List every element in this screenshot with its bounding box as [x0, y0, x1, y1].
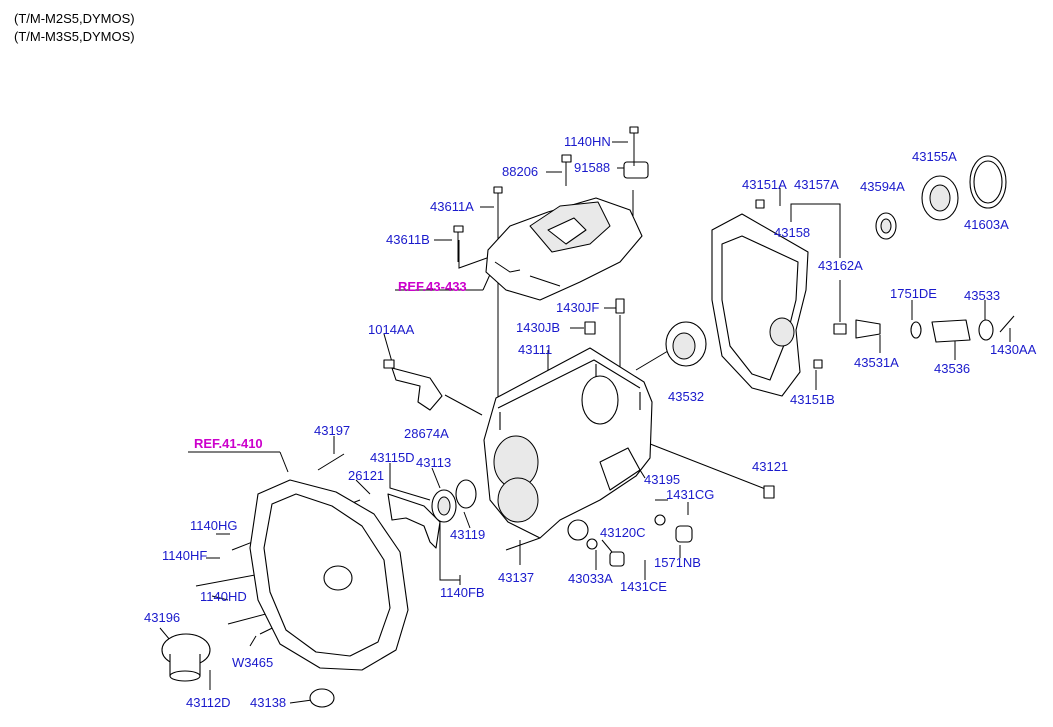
label-43113[interactable]: 43113: [416, 455, 451, 470]
label-1140FB[interactable]: 1140FB: [440, 585, 485, 600]
label-43157A[interactable]: 43157A: [794, 177, 839, 192]
label-1431CE[interactable]: 1431CE: [620, 579, 667, 594]
label-1430JF[interactable]: 1430JF: [556, 300, 599, 315]
label-43112D[interactable]: 43112D: [186, 695, 231, 710]
label-1751DE[interactable]: 1751DE: [890, 286, 937, 301]
label-43532[interactable]: 43532: [668, 389, 704, 404]
model-line-2: (T/M-M3S5,DYMOS): [14, 29, 135, 44]
label-88206[interactable]: 88206: [502, 164, 538, 179]
washer-43033A: [586, 538, 598, 550]
gasket: [387, 493, 441, 549]
bearing-retainer: [161, 633, 211, 682]
plug-43138: [309, 688, 335, 708]
ref-label-41-410[interactable]: REF.41-410: [194, 436, 263, 451]
label-W3465[interactable]: W3465: [232, 655, 273, 670]
seals-left: [431, 479, 477, 523]
label-1140HN[interactable]: 1140HN: [564, 134, 611, 149]
label-1430JB[interactable]: 1430JB: [516, 320, 560, 335]
label-43120C[interactable]: 43120C: [600, 525, 646, 540]
label-43536[interactable]: 43536: [934, 361, 970, 376]
label-43162A[interactable]: 43162A: [818, 258, 863, 273]
label-43121[interactable]: 43121: [752, 459, 788, 474]
transmission-case: [483, 347, 653, 541]
label-43531A[interactable]: 43531A: [854, 355, 899, 370]
rear-cover: [711, 199, 823, 397]
label-28674A[interactable]: 28674A: [404, 426, 449, 441]
label-43158[interactable]: 43158: [774, 225, 810, 240]
label-43115D[interactable]: 43115D: [370, 450, 415, 465]
label-43594A[interactable]: 43594A: [860, 179, 905, 194]
label-43151A[interactable]: 43151A: [742, 177, 787, 192]
bolt-1014AA: [383, 359, 395, 369]
label-43138[interactable]: 43138: [250, 695, 286, 710]
top-bolts: [453, 126, 639, 335]
label-1014AA[interactable]: 1014AA: [368, 322, 415, 337]
label-1571NB[interactable]: 1571NB: [654, 555, 701, 570]
label-1140HG[interactable]: 1140HG: [190, 518, 237, 533]
speedometer-parts: [833, 315, 1015, 343]
label-43033A[interactable]: 43033A: [568, 571, 613, 586]
label-43533[interactable]: 43533: [964, 288, 1000, 303]
label-1430AA[interactable]: 1430AA: [990, 342, 1037, 357]
label-1140HF[interactable]: 1140HF: [162, 548, 207, 563]
label-43137[interactable]: 43137: [498, 570, 534, 585]
plug-43120C: [609, 551, 625, 567]
bolt-43121: [763, 485, 775, 499]
model-line-1: (T/M-M2S5,DYMOS): [14, 11, 135, 26]
label-43111[interactable]: 43111: [518, 342, 552, 357]
label-43119[interactable]: 43119: [450, 527, 485, 542]
bolt-43197: [317, 453, 345, 471]
label-41603A[interactable]: 41603A: [964, 217, 1009, 232]
shift-cover: [485, 161, 649, 301]
label-43611B[interactable]: 43611B: [386, 232, 430, 247]
label-26121[interactable]: 26121: [348, 468, 384, 483]
oil-seal-43532: [665, 321, 707, 367]
label-91588[interactable]: 91588: [574, 160, 610, 175]
bolt-43137: [505, 537, 541, 551]
part-labels: 1140HN 88206 91588 43611A 43611B 1430JF …: [144, 134, 1037, 710]
ref-label-43-433[interactable]: REF.43-433: [398, 279, 467, 294]
rear-seals: [875, 155, 1007, 240]
label-43151B[interactable]: 43151B: [790, 392, 835, 407]
bracket: [391, 367, 443, 411]
label-43196[interactable]: 43196: [144, 610, 180, 625]
washer-43195: [654, 514, 666, 526]
plug-1571NB: [675, 525, 693, 543]
bell-housing: [249, 479, 409, 671]
label-43195[interactable]: 43195: [644, 472, 680, 487]
label-43155A[interactable]: 43155A: [912, 149, 957, 164]
label-1431CG[interactable]: 1431CG: [666, 487, 714, 502]
label-43197[interactable]: 43197: [314, 423, 350, 438]
label-1140HD[interactable]: 1140HD: [200, 589, 247, 604]
label-43611A[interactable]: 43611A: [430, 199, 474, 214]
